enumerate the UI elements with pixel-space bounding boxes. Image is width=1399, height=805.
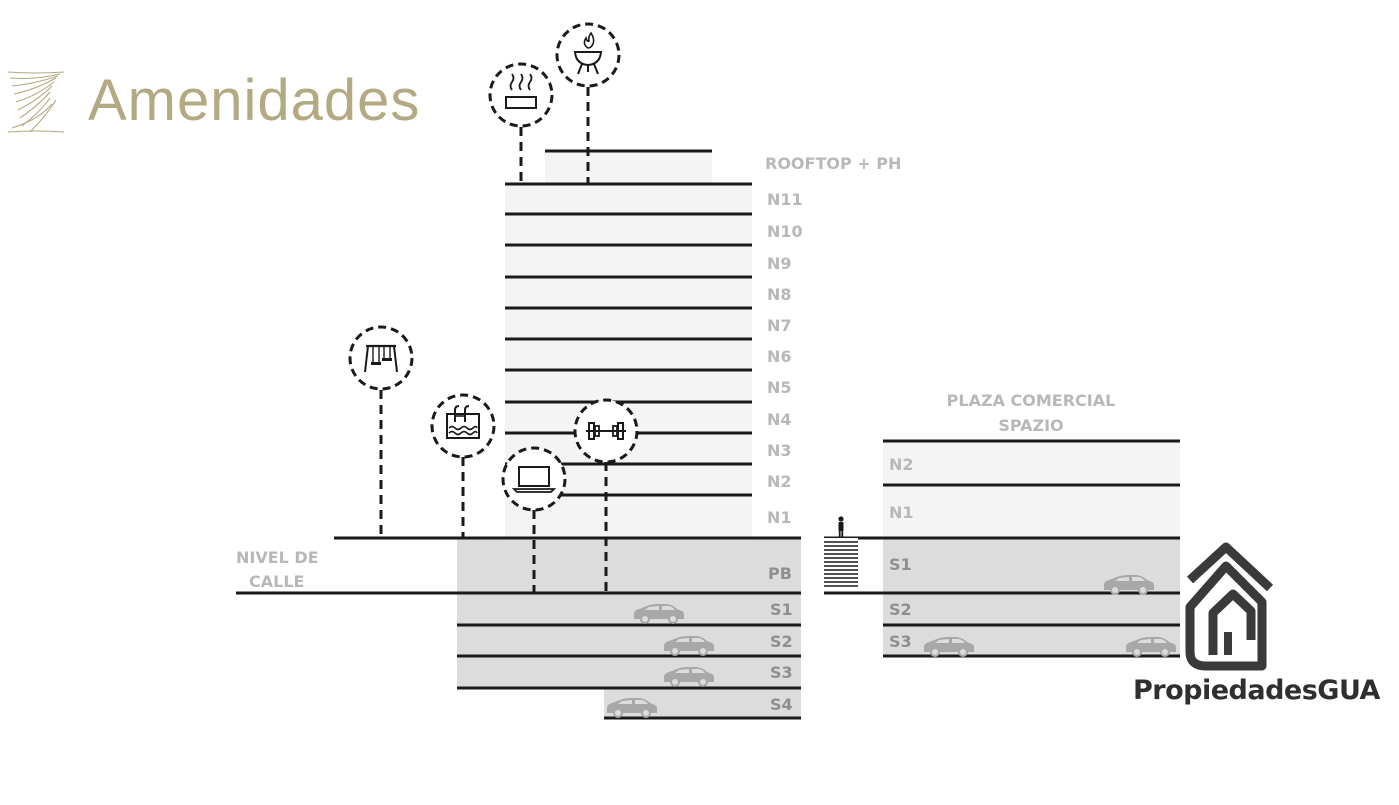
plaza-basement-label: S3 — [889, 632, 912, 651]
gym-dumbbell-icon — [573, 398, 639, 464]
basement-label: S1 — [770, 600, 793, 619]
amenidades-logo-icon — [7, 71, 65, 133]
plaza-title: SPAZIO — [998, 416, 1063, 435]
street-level-label: CALLE — [249, 572, 304, 591]
page-title: Amenidades — [88, 68, 420, 133]
plaza-basement-fill — [883, 538, 1180, 656]
plaza-floor-label: N2 — [889, 455, 914, 474]
business-center-laptop-icon — [501, 446, 567, 512]
floor-label: N3 — [767, 441, 792, 460]
rooftop-volume — [545, 151, 712, 184]
basement-label: S4 — [770, 695, 793, 714]
ground-lines — [236, 439, 1180, 720]
stair-access-icon — [824, 538, 858, 590]
basement-label: S2 — [770, 632, 793, 651]
tower-basement-fill — [457, 538, 801, 688]
amenity-leader-lines — [379, 87, 608, 593]
plaza-body — [883, 441, 1180, 538]
floor-label: N8 — [767, 285, 792, 304]
basement-label: S3 — [770, 663, 793, 682]
floor-label: N5 — [767, 378, 792, 397]
bbq-grill-icon — [555, 22, 621, 88]
plaza-title: PLAZA COMERCIAL — [947, 391, 1116, 410]
floor-label: N2 — [767, 472, 792, 491]
rooftop-label: ROOFTOP + PH — [765, 154, 901, 173]
brand-name: PropiedadesGUA — [1133, 675, 1381, 706]
plaza-floor-label: N1 — [889, 503, 914, 522]
swimming-pool-icon — [430, 393, 496, 459]
tower-floor-lines — [505, 149, 752, 497]
floor-label: N11 — [767, 190, 803, 209]
street-level-label: NIVEL DE — [236, 548, 319, 567]
ground-floor-label: PB — [768, 564, 792, 583]
floor-label: N4 — [767, 410, 792, 429]
heated-pool-icon — [488, 62, 554, 128]
propiedadesgua-logo-icon — [1185, 542, 1274, 671]
floor-label: N10 — [767, 222, 803, 241]
plaza-basement-label: S1 — [889, 555, 912, 574]
playground-swing-icon — [348, 325, 414, 391]
plaza-basement-label: S2 — [889, 600, 912, 619]
floor-label: N6 — [767, 347, 792, 366]
floor-label: N1 — [767, 508, 792, 527]
floor-label: N7 — [767, 316, 792, 335]
person-scale-icon — [838, 516, 844, 537]
floor-label: N9 — [767, 254, 792, 273]
